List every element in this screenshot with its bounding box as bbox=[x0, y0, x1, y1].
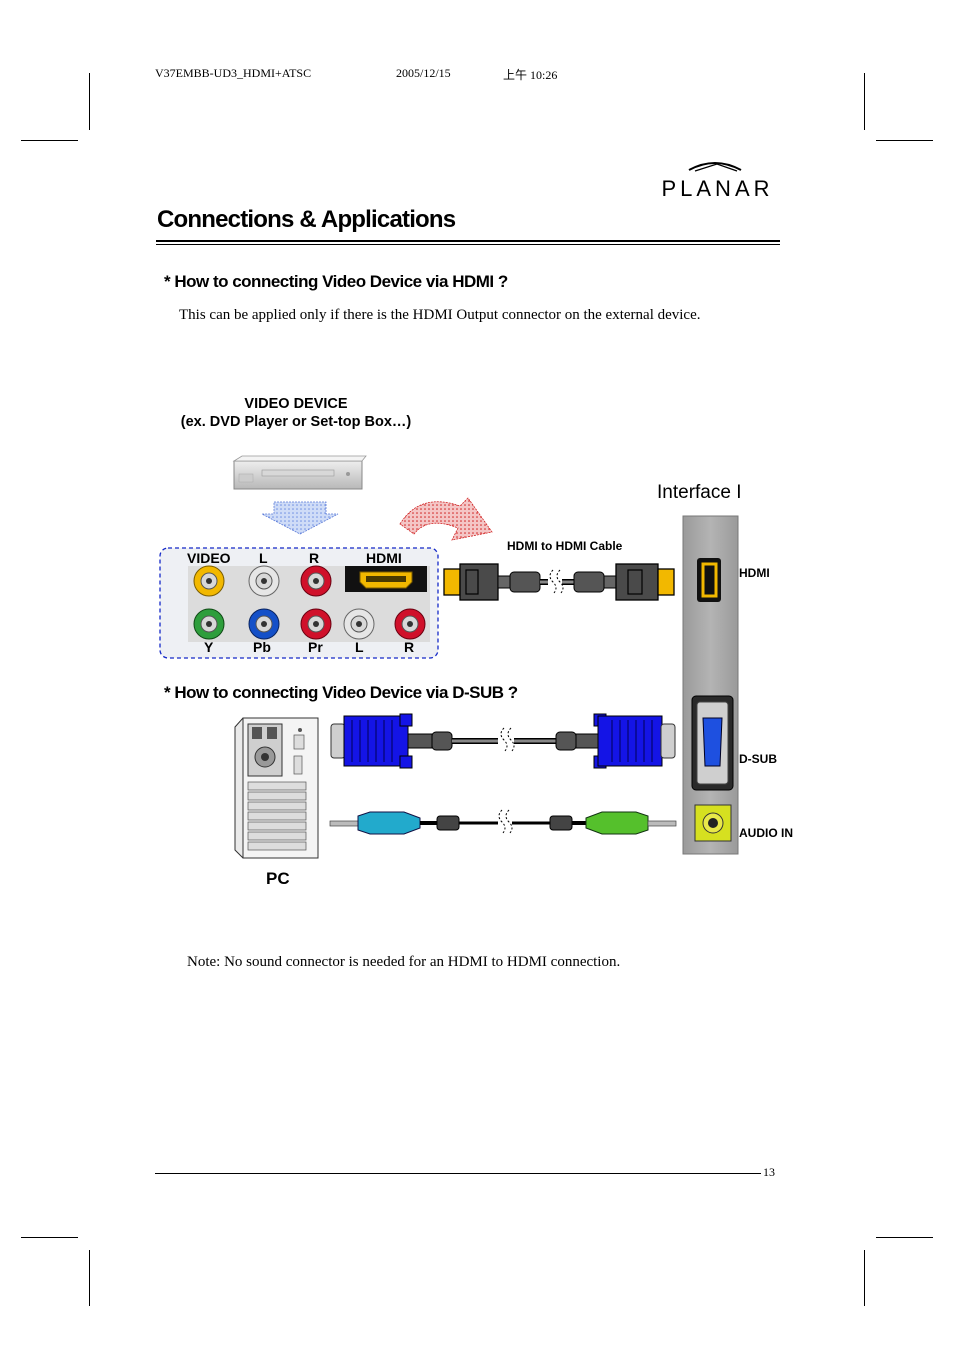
planar-logo-mark bbox=[688, 162, 742, 172]
vga-cable-illustration bbox=[330, 713, 676, 769]
composite-video-jack bbox=[193, 565, 225, 597]
header-doc-id: V37EMBB-UD3_HDMI+ATSC bbox=[155, 66, 312, 80]
port-label-l-top: L bbox=[259, 550, 268, 566]
panel-label-hdmi: HDMI bbox=[739, 566, 770, 580]
down-arrow-icon bbox=[261, 501, 339, 535]
title-rule-thin bbox=[156, 244, 780, 245]
pc-label: PC bbox=[266, 869, 290, 888]
port-label-r-bottom: R bbox=[404, 639, 415, 655]
port-label-y: Y bbox=[204, 639, 214, 655]
audio-cable-illustration bbox=[329, 809, 677, 835]
panel-label-dsub: D-SUB bbox=[739, 752, 777, 766]
audio-r-jack-bottom bbox=[394, 608, 426, 640]
page-title: Connections & Applications bbox=[157, 206, 456, 233]
port-label-hdmi: HDMI bbox=[366, 550, 402, 566]
port-label-video: VIDEO bbox=[187, 550, 231, 566]
hdmi-output-port bbox=[345, 566, 427, 592]
page-number: 13 bbox=[763, 1165, 775, 1179]
footer-rule bbox=[155, 1173, 761, 1174]
dvd-player-illustration bbox=[232, 455, 367, 490]
interface-label: Interface I bbox=[657, 482, 742, 503]
curved-arrow-icon bbox=[399, 497, 493, 541]
component-y-jack bbox=[193, 608, 225, 640]
port-label-l-bottom: L bbox=[355, 639, 364, 655]
header-date: 2005/12/15 bbox=[396, 66, 451, 80]
audio-l-jack-bottom bbox=[343, 608, 375, 640]
panel-label-audio-in: AUDIO IN bbox=[739, 826, 793, 840]
video-device-caption: VIDEO DEVICE (ex. DVD Player or Set-top … bbox=[170, 395, 422, 431]
video-device-title: VIDEO DEVICE bbox=[244, 396, 348, 412]
planar-logo: PLANAR bbox=[655, 158, 780, 202]
hdmi-intro-text: This can be applied only if there is the… bbox=[179, 307, 701, 323]
tv-interface-panel bbox=[682, 515, 739, 855]
note-text: Note: No sound connector is needed for a… bbox=[187, 954, 621, 970]
component-pr-jack bbox=[300, 608, 332, 640]
dsub-section-heading: * How to connecting Video Device via D-S… bbox=[164, 683, 518, 702]
header-time: 上午 10:26 bbox=[503, 68, 558, 82]
title-rule bbox=[156, 240, 780, 242]
hdmi-cable-illustration bbox=[443, 563, 675, 601]
pc-tower-illustration bbox=[234, 717, 319, 859]
video-device-subtitle: (ex. DVD Player or Set-top Box…) bbox=[180, 414, 412, 430]
port-label-pb: Pb bbox=[253, 639, 271, 655]
audio-l-jack-top bbox=[248, 565, 280, 597]
planar-logo-text: PLANAR bbox=[661, 176, 774, 201]
audio-r-jack-top bbox=[300, 565, 332, 597]
hdmi-cable-label: HDMI to HDMI Cable bbox=[507, 539, 623, 553]
hdmi-section-heading: * How to connecting Video Device via HDM… bbox=[164, 272, 508, 291]
port-label-r-top: R bbox=[309, 550, 320, 566]
port-label-pr: Pr bbox=[308, 639, 323, 655]
component-pb-jack bbox=[248, 608, 280, 640]
